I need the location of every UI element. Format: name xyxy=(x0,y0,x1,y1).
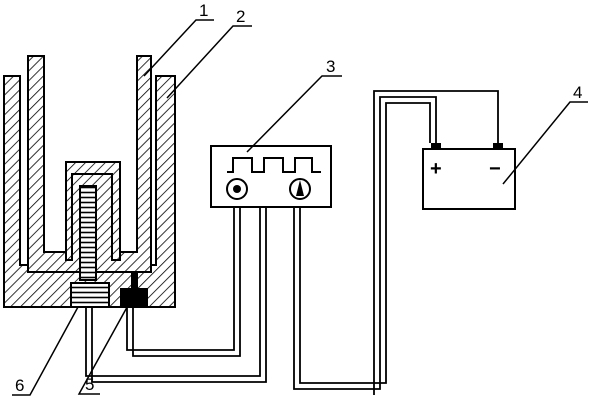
wire-sensor-outer xyxy=(126,207,235,351)
wire-battery-plus-inner xyxy=(299,102,431,384)
battery-terminal-plus xyxy=(431,143,441,150)
outer-vessel xyxy=(3,75,176,308)
leader-5 xyxy=(77,299,132,395)
leader-6 xyxy=(12,306,79,396)
battery-plus-sign: + xyxy=(430,158,442,180)
wire-battery-plus-outer xyxy=(293,96,437,390)
label-1: 1 xyxy=(199,1,208,20)
leader-3 xyxy=(246,75,342,153)
wire-sensor-inner xyxy=(132,207,241,357)
sensor-5 xyxy=(120,288,148,308)
controller-box xyxy=(210,145,332,208)
meter-needle xyxy=(296,180,304,196)
battery-box xyxy=(422,148,516,210)
label-5: 5 xyxy=(85,375,94,394)
wire-heater-inner xyxy=(91,207,267,383)
wire-heater-outer xyxy=(85,207,261,377)
label-3: 3 xyxy=(326,57,335,76)
pulse-waveform xyxy=(227,157,321,173)
sensor-5-tip xyxy=(131,272,138,290)
leader-2 xyxy=(166,25,252,99)
leader-1 xyxy=(143,19,214,77)
label-6: 6 xyxy=(15,376,24,395)
component-6-block xyxy=(70,282,110,308)
battery-minus-sign: − xyxy=(489,158,501,180)
wires xyxy=(85,90,499,395)
label-2: 2 xyxy=(236,7,245,26)
leader-lines xyxy=(12,19,588,396)
label-4: 4 xyxy=(573,83,582,102)
center-sleeve xyxy=(65,161,121,261)
leader-4 xyxy=(502,101,588,185)
battery-terminal-minus xyxy=(493,143,503,150)
wire-battery-minus xyxy=(373,90,499,395)
power-knob-center xyxy=(233,185,241,193)
heater-rod xyxy=(79,185,97,281)
